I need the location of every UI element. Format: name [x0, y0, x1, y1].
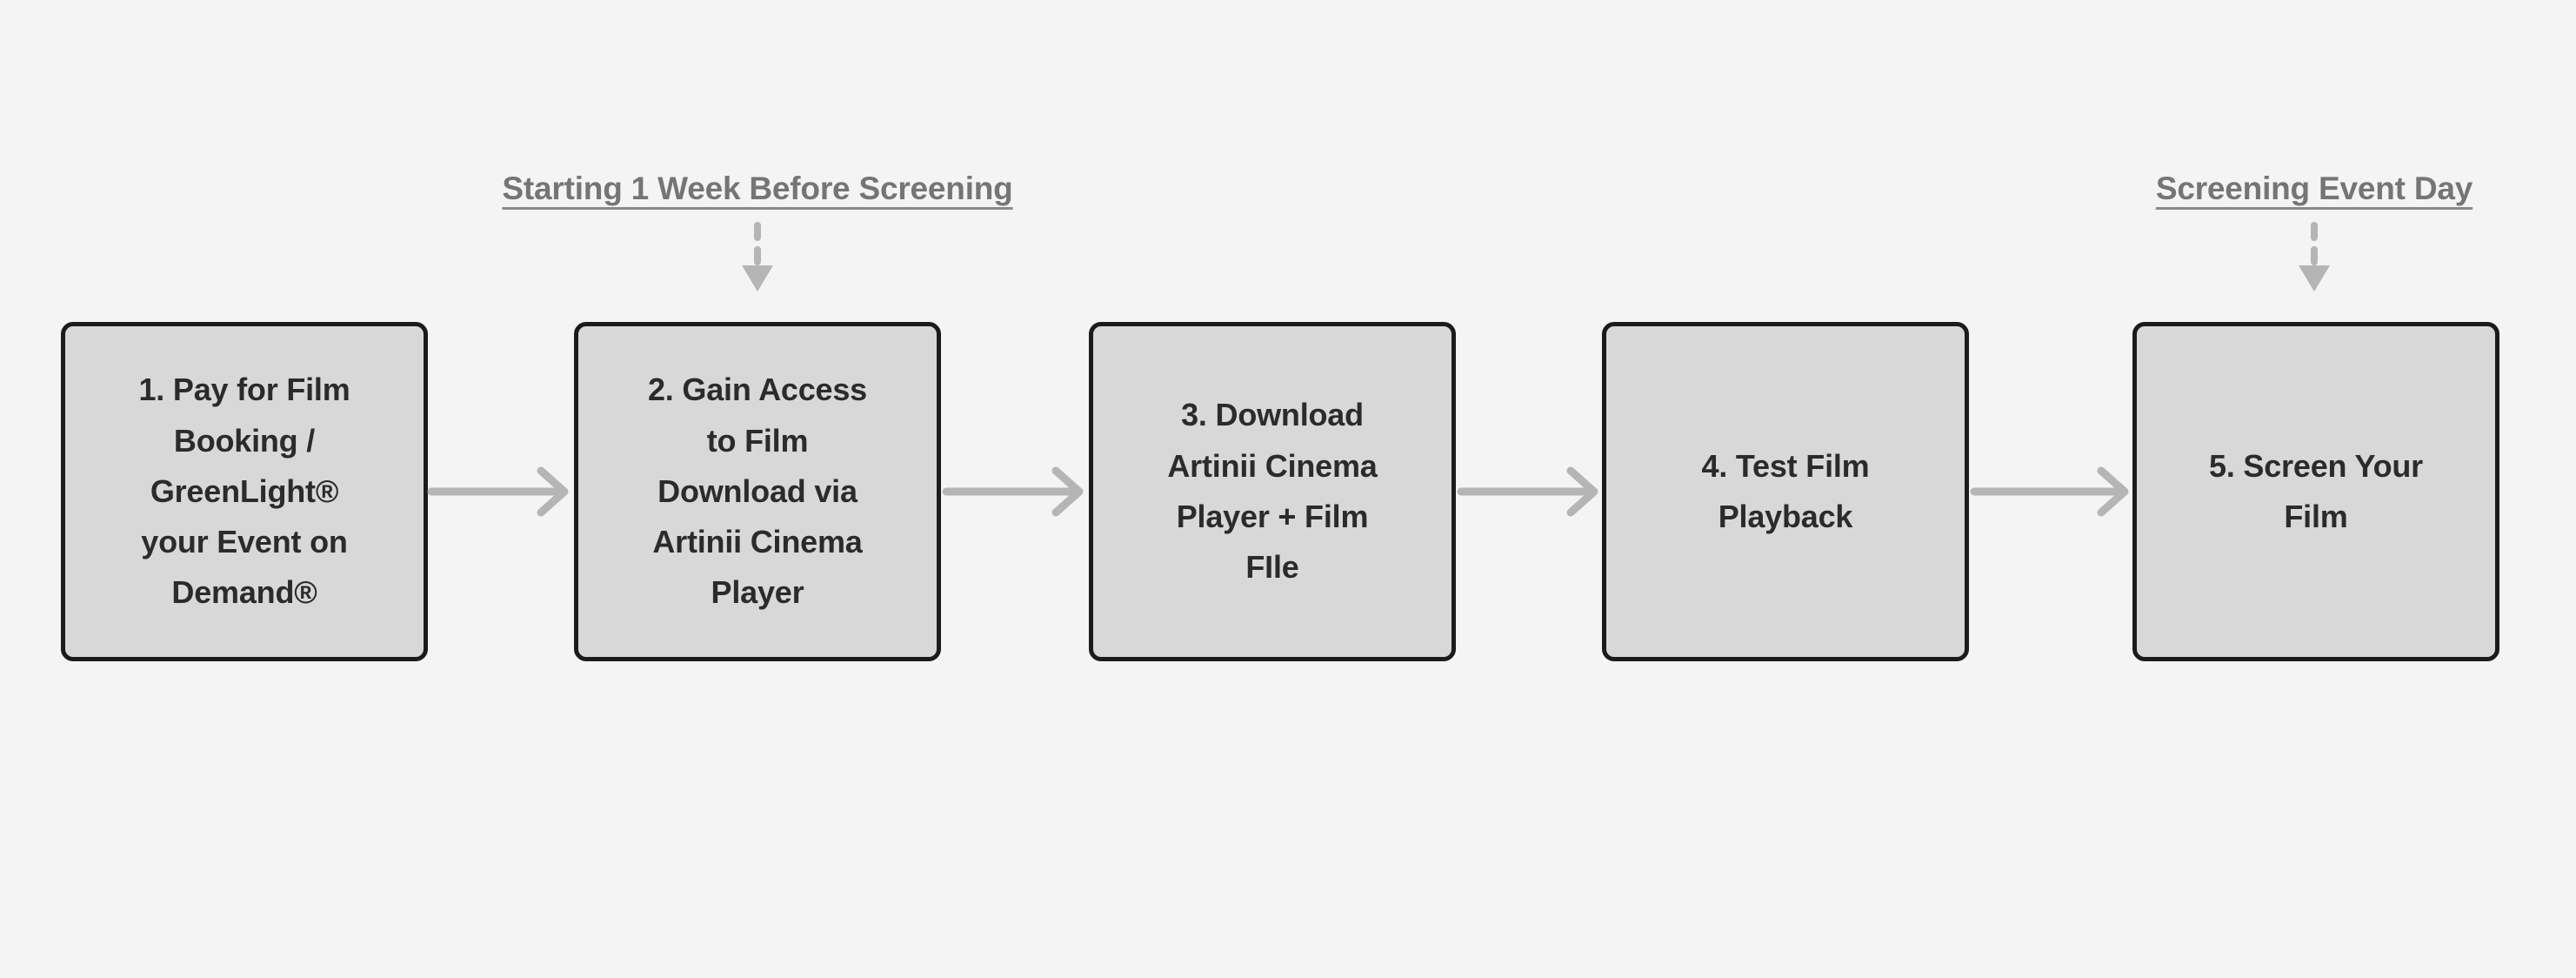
step-5-line-2: Film	[2284, 499, 2348, 534]
step-2-line-2: to Film	[706, 422, 809, 459]
arrow-step-2-to-step-3	[942, 466, 1087, 518]
step-5-label: 5. Screen Your Film	[2209, 441, 2423, 543]
dashed-arrow-to-step-5	[2295, 222, 2333, 293]
step-1-label: 1. Pay for Film Booking / GreenLight® yo…	[138, 365, 350, 619]
step-box-2[interactable]: 2. Gain Access to Film Download via Arti…	[574, 322, 941, 661]
step-3-label: 3. Download Artinii Cinema Player + Film…	[1167, 390, 1377, 593]
step-4-line-1: 4. Test Film	[1701, 447, 1870, 484]
dashed-arrow-to-step-2	[738, 222, 777, 293]
step-4-line-2: Playback	[1718, 499, 1853, 534]
step-1-line-3: GreenLight®	[150, 472, 339, 509]
step-3-line-3: Player + Film	[1176, 499, 1369, 534]
step-2-line-3: Download via	[657, 472, 858, 509]
step-2-label: 2. Gain Access to Film Download via Arti…	[648, 365, 867, 619]
phase-label-event-day: Screening Event Day	[2155, 171, 2473, 206]
step-3-line-1: 3. Download	[1181, 397, 1364, 433]
step-1-line-5: Demand®	[171, 574, 317, 611]
phase-label-pre-screening: Starting 1 Week Before Screening	[502, 171, 1013, 206]
step-box-5[interactable]: 5. Screen Your Film	[2132, 322, 2499, 661]
step-box-4[interactable]: 4. Test Film Playback	[1602, 322, 1969, 661]
step-box-1[interactable]: 1. Pay for Film Booking / GreenLight® yo…	[61, 322, 428, 661]
step-2-line-5: Player	[711, 574, 804, 611]
step-5-line-1: 5. Screen Your	[2209, 447, 2423, 484]
step-1-line-4: your Event on	[141, 524, 348, 560]
arrow-step-3-to-step-4	[1457, 466, 1602, 518]
arrow-step-1-to-step-2	[427, 466, 572, 518]
step-2-line-4: Artinii Cinema	[652, 524, 863, 560]
step-2-line-1: 2. Gain Access	[647, 372, 867, 408]
step-box-3[interactable]: 3. Download Artinii Cinema Player + Film…	[1089, 322, 1456, 661]
step-4-label: 4. Test Film Playback	[1702, 441, 1870, 543]
step-1-line-2: Booking /	[173, 422, 316, 459]
step-3-line-2: Artinii Cinema	[1167, 447, 1378, 484]
step-3-line-4: FIle	[1245, 549, 1299, 586]
arrow-step-4-to-step-5	[1970, 466, 2132, 518]
step-1-line-1: 1. Pay for Film	[138, 372, 350, 408]
